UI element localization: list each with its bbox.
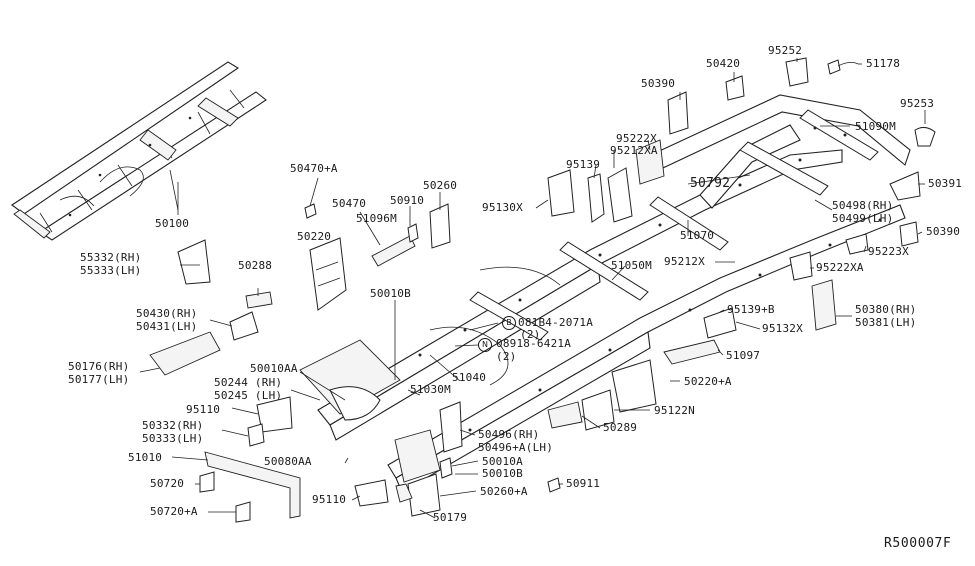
callout-51030m: 51030M bbox=[410, 383, 451, 396]
callout-55332: 55332(RH) bbox=[80, 251, 142, 264]
callout-50720-a: 50720+A bbox=[150, 505, 198, 518]
callout-08918-6421a: 08918-6421A bbox=[496, 337, 572, 350]
callout-50332: 50332(RH) bbox=[142, 419, 204, 432]
callout-51097: 51097 bbox=[726, 349, 761, 362]
callout-50910: 50910 bbox=[390, 194, 425, 207]
callout-50288: 50288 bbox=[238, 259, 273, 272]
callout-081b4-2071a: 081B4-2071A bbox=[518, 316, 594, 329]
callout-51090m: 51090M bbox=[855, 120, 896, 133]
callout-50176: 50176(RH) bbox=[68, 360, 130, 373]
callout-50245: 50245 (LH) bbox=[214, 389, 283, 402]
callout-95139-b: 95139+B bbox=[727, 303, 775, 316]
callout-50080aa: 50080AA bbox=[264, 455, 312, 468]
callout-50010b-top: 50010B bbox=[370, 287, 411, 300]
callout-51010: 51010 bbox=[128, 451, 163, 464]
callout-50390-right: 50390 bbox=[926, 225, 961, 238]
callout-50498: 50498(RH) bbox=[832, 199, 894, 212]
callout-95222x: 95222X bbox=[616, 132, 657, 145]
callout-50720: 50720 bbox=[150, 477, 185, 490]
callout-51050m: 51050M bbox=[611, 259, 652, 272]
callout-50100: 50100 bbox=[155, 217, 190, 230]
callout-50244: 50244 (RH) bbox=[214, 376, 283, 389]
callout-50380: 50380(RH) bbox=[855, 303, 917, 316]
callout-95212x: 95212X bbox=[664, 255, 705, 268]
callout-95223x: 95223X bbox=[868, 245, 909, 258]
callout-95252: 95252 bbox=[768, 44, 803, 57]
callout-51070: 51070 bbox=[680, 229, 715, 242]
callout-50499: 50499(LH) bbox=[832, 212, 894, 225]
callout-50911: 50911 bbox=[566, 477, 601, 490]
callout-95110-top: 95110 bbox=[186, 403, 221, 416]
callout-50177: 50177(LH) bbox=[68, 373, 130, 386]
detached-parts bbox=[149, 57, 936, 523]
n-marker-icon: N bbox=[478, 338, 492, 352]
callout-95212xa: 95212XA bbox=[610, 144, 658, 157]
callout-50260-a: 50260+A bbox=[480, 485, 528, 498]
callout-50381: 50381(LH) bbox=[855, 316, 917, 329]
callout-51096m: 51096M bbox=[356, 212, 397, 225]
callout-081b4-qty: (2) bbox=[520, 328, 541, 341]
callout-50220: 50220 bbox=[297, 230, 332, 243]
callout-50391: 50391 bbox=[928, 177, 963, 190]
diagram-reference-code: R500007F bbox=[884, 536, 952, 551]
callout-95139: 95139 bbox=[566, 158, 601, 171]
callout-95122n: 95122N bbox=[654, 404, 695, 417]
callout-95222xa: 95222XA bbox=[816, 261, 864, 274]
callout-51040: 51040 bbox=[452, 371, 487, 384]
callout-51178: 51178 bbox=[866, 57, 901, 70]
callout-95130x: 95130X bbox=[482, 201, 523, 214]
callout-50496: 50496(RH) bbox=[478, 428, 540, 441]
callout-50792: 50792 bbox=[690, 176, 731, 191]
callout-50470-a: 50470+A bbox=[290, 162, 338, 175]
callout-50010b-bottom: 50010B bbox=[482, 467, 523, 480]
callout-95110-bottom: 95110 bbox=[312, 493, 347, 506]
callout-50010aa: 50010AA bbox=[250, 362, 298, 375]
callout-50333: 50333(LH) bbox=[142, 432, 204, 445]
overview-frame bbox=[11, 61, 267, 241]
callout-95132x: 95132X bbox=[762, 322, 803, 335]
callout-50390-top: 50390 bbox=[641, 77, 676, 90]
callout-50260: 50260 bbox=[423, 179, 458, 192]
callout-50420: 50420 bbox=[706, 57, 741, 70]
leader-lines bbox=[139, 58, 926, 519]
callout-50010a: 50010A bbox=[482, 455, 523, 468]
callout-08918-qty: (2) bbox=[496, 350, 517, 363]
b-marker-icon: B bbox=[502, 316, 516, 330]
callout-50496-a: 50496+A(LH) bbox=[478, 441, 554, 454]
callout-50470: 50470 bbox=[332, 197, 367, 210]
callout-95253: 95253 bbox=[900, 97, 935, 110]
callout-55333: 55333(LH) bbox=[80, 264, 142, 277]
callout-50289: 50289 bbox=[603, 421, 638, 434]
callout-50220-a: 50220+A bbox=[684, 375, 732, 388]
callout-50179: 50179 bbox=[433, 511, 468, 524]
callout-50430: 50430(RH) bbox=[136, 307, 198, 320]
callout-50431: 50431(LH) bbox=[136, 320, 198, 333]
